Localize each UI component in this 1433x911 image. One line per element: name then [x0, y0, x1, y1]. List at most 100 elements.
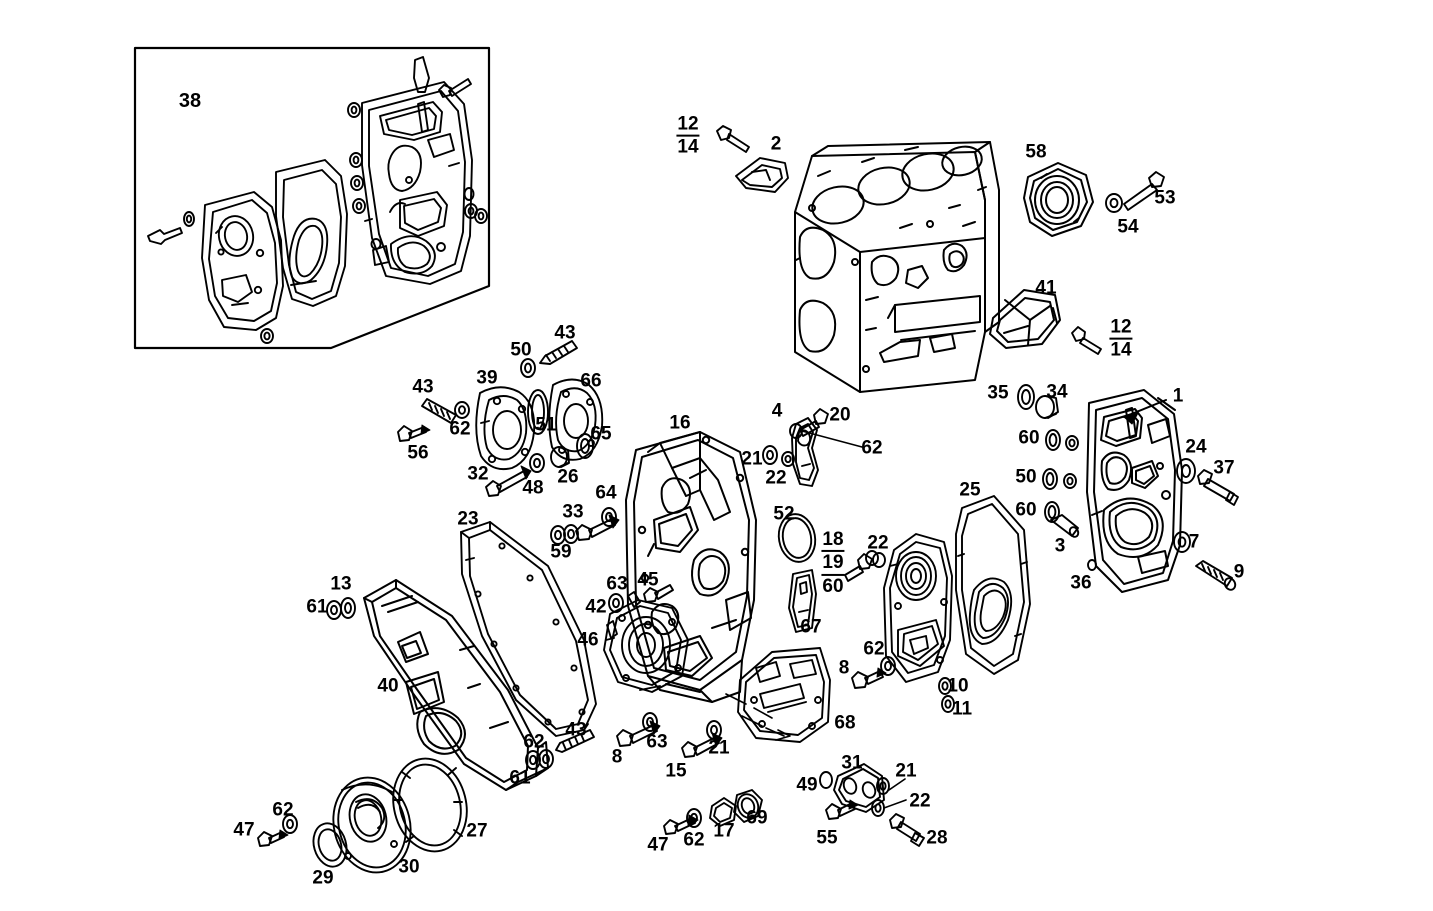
- bolt-55: [825, 799, 859, 820]
- nut-22-right: [872, 552, 886, 568]
- dowel-46-pin: [606, 620, 618, 639]
- part-callout-c3: 3: [1054, 535, 1066, 557]
- part-callout-c22-b: 22: [867, 532, 889, 554]
- dowel-63-a: [627, 591, 641, 608]
- inset-gasket: [275, 159, 348, 307]
- bolt-12-14-right: [1071, 326, 1102, 355]
- washer-11: [941, 695, 955, 713]
- part-callout-c16: 16: [669, 412, 691, 434]
- part-callout-c1: 1: [1172, 385, 1184, 407]
- part-callout-c34: 34: [1046, 381, 1068, 403]
- block-bolt-2: [716, 125, 750, 153]
- seal-69: [733, 789, 763, 823]
- part-callout-c21-c: 21: [895, 760, 917, 782]
- part-callout-c52: 52: [773, 503, 795, 525]
- leader-62-top: [801, 430, 863, 448]
- washer-21-c: [876, 777, 890, 795]
- pump-housing-46: [603, 599, 689, 693]
- washer-63-b: [642, 712, 658, 732]
- bolt-20: [799, 408, 829, 437]
- part-callout-c59: 59: [550, 541, 572, 563]
- inset-right-pin-top: [413, 56, 430, 93]
- part-callout-c31: 31: [841, 752, 863, 774]
- washer-62-d: [525, 750, 541, 770]
- timing-cover-16: [625, 431, 757, 703]
- part-callout-c65: 65: [590, 423, 612, 445]
- baffle-41: [989, 289, 1061, 349]
- bolt-28: [889, 813, 925, 847]
- inset-left-plugs: [260, 328, 274, 344]
- inset-right-washers: [347, 102, 488, 250]
- inset-right-housing: [361, 81, 473, 285]
- gasket-51: [527, 389, 549, 435]
- part-callout-c68: 68: [834, 712, 856, 734]
- part-callout-c62-c: 62: [863, 638, 885, 660]
- part-callout-c10: 10: [947, 675, 969, 697]
- oring-50-b: [1042, 468, 1058, 490]
- part-callout-c22-a: 22: [765, 467, 787, 489]
- bolt-18-19-60: [844, 553, 873, 582]
- part-callout-c42: 42: [585, 596, 607, 618]
- plate-67: [788, 569, 817, 633]
- part-callout-c15: 15: [665, 760, 687, 782]
- washer-10: [938, 677, 952, 695]
- inset-left-bolt: [147, 227, 183, 245]
- part-callout-c39: 39: [476, 367, 498, 389]
- part-callout-c24: 24: [1185, 436, 1207, 458]
- part-callout-c51: 51: [535, 414, 557, 436]
- washers-59: [550, 524, 579, 545]
- seal-retainer-58: [1023, 162, 1094, 237]
- washer-24: [1176, 458, 1196, 484]
- part-callout-c30: 30: [398, 856, 420, 878]
- bolt-37: [1197, 469, 1239, 506]
- part-callout-c50-b: 50: [1015, 466, 1037, 488]
- part-callout-c27: 27: [466, 820, 488, 842]
- part-callout-c58: 58: [1025, 141, 1047, 163]
- gasket-25: [955, 495, 1031, 675]
- oring-50-a: [520, 358, 536, 378]
- washer-61-a: [326, 600, 342, 620]
- part-callout-c53: 53: [1154, 187, 1176, 209]
- bolt-8-a: [851, 667, 887, 689]
- part-callout-c43-a: 43: [554, 322, 576, 344]
- part-callout-c62-d: 62: [523, 731, 545, 753]
- part-callout-c33: 33: [562, 501, 584, 523]
- part-callout-c46: 46: [577, 629, 599, 651]
- washer-61-b: [538, 749, 554, 769]
- part-callout-c12-14-b-line-0: 12: [1110, 316, 1132, 338]
- part-callout-c67: 67: [800, 616, 822, 638]
- arrow-1: [1123, 399, 1167, 425]
- part-callout-c48: 48: [522, 477, 544, 499]
- inset-frame: [133, 46, 491, 350]
- nut-49: [819, 771, 833, 789]
- washer-21-a: [762, 445, 778, 465]
- stud-43-a: [539, 340, 578, 365]
- bushing-26: [550, 446, 570, 468]
- washer-62-c: [880, 656, 896, 676]
- part-callout-c50-a: 50: [510, 339, 532, 361]
- washer-21-b: [706, 720, 722, 740]
- pulley-30: [332, 776, 412, 874]
- part-callout-c60-b: 60: [1015, 499, 1037, 521]
- part-callout-c4: 4: [771, 400, 783, 422]
- part-callout-c69: 69: [746, 807, 768, 829]
- part-callout-c12-14-a-line-0: 12: [677, 113, 699, 135]
- part-callout-c54: 54: [1117, 216, 1139, 238]
- part-callout-c49: 49: [796, 774, 818, 796]
- part-callout-c23: 23: [457, 508, 479, 530]
- part-callout-c60-a: 60: [1018, 427, 1040, 449]
- part-callout-c21-b: 21: [708, 737, 730, 759]
- part-callout-c63-a: 63: [606, 573, 628, 595]
- inset-right-bolt-top: [438, 78, 472, 98]
- part-callout-c41: 41: [1035, 277, 1057, 299]
- part-callout-c61-a: 61: [306, 596, 328, 618]
- part-callout-c62-b: 62: [861, 437, 883, 459]
- part-callout-c47-a: 47: [233, 819, 255, 841]
- part-callout-c56: 56: [407, 442, 429, 464]
- bushing-34: [1035, 395, 1059, 419]
- part-callout-c8-b: 8: [611, 746, 623, 768]
